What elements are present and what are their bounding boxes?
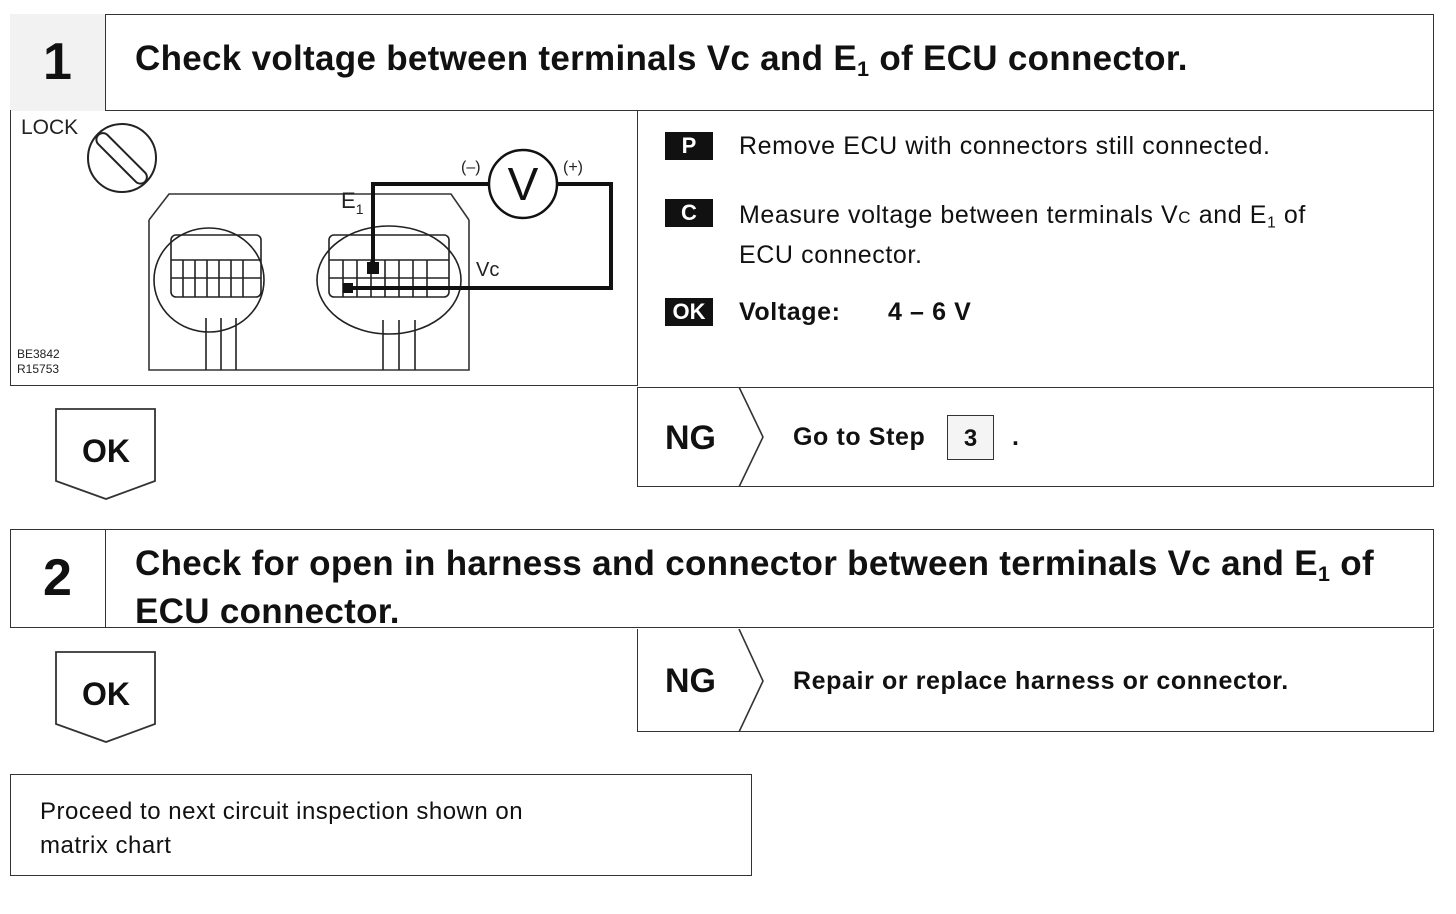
ecu-body-outline [148,193,470,371]
e1-probe-point [367,262,379,274]
figure-code-1: BE3842 [17,347,60,361]
step2-number-cell: 2 [10,529,106,628]
prep-tag: P [665,132,713,160]
step2-title: Check for open in harness and connector … [135,544,1374,632]
test-leads [347,182,613,290]
ok-condition-tag: OK [665,298,713,326]
vc-label: Vc [476,259,499,281]
vc-probe-point [343,283,353,293]
lock-label: LOCK [21,116,78,139]
plus-label: (+) [563,159,583,176]
check-text: Measure voltage between terminals VC and… [739,201,1306,270]
step1-ng-label: NG [665,419,716,457]
ecu-connector-diagram: LOCK [17,116,613,376]
step2-ng-text: Repair or replace harness or connector. [793,667,1289,695]
step2-ng-box [637,629,1434,732]
check-tag: C [665,199,713,227]
step1-ng-period: . [1012,423,1020,451]
step2-header [10,529,1434,628]
voltmeter-icon: V [487,148,559,220]
step1-ng-step-number: 3 [963,425,978,452]
final-line-2: matrix chart [40,832,172,859]
final-instruction-box: Proceed to next circuit inspection shown… [10,774,752,876]
step1-ng-box [637,387,1434,487]
step1-title: Check voltage between terminals Vc and E… [135,39,1188,82]
step2-ng-chevron: NG [665,629,764,732]
step1-number: 1 [43,33,72,91]
left-connector [153,227,265,370]
right-connector [316,225,462,370]
ok-condition-value: 4 – 6 V [888,298,972,326]
svg-text:OK: OK [82,676,130,712]
step1-ng-chevron: NG [665,387,764,487]
step2-number: 2 [43,549,72,607]
step2-ok-arrow: OK [55,651,156,743]
step1-ng-step-box[interactable]: 3 [947,415,994,460]
svg-text:V: V [508,158,539,210]
figure-code-2: R15753 [17,362,59,376]
svg-text:OK: OK [82,433,130,469]
step1-figure: LOCK [10,110,638,386]
prep-text: Remove ECU with connectors still connect… [739,132,1271,160]
ignition-lock-icon [87,123,157,193]
final-line-1: Proceed to next circuit inspection shown… [40,798,524,825]
minus-label: (–) [461,159,481,176]
step1-ok-arrow: OK [55,408,156,500]
ok-condition-label: Voltage: [739,298,841,326]
e1-label: E1 [341,188,364,217]
step2-ng-label: NG [665,662,716,700]
step1-number-cell: 1 [10,14,106,111]
step1-ng-text: Go to Step [793,423,926,451]
